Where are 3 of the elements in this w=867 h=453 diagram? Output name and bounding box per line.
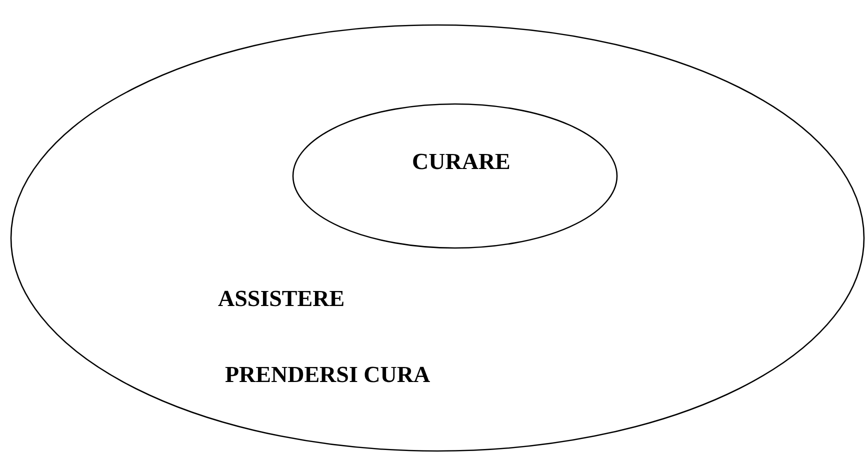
ellipse-label: PRENDERSI CURA <box>225 362 430 388</box>
ellipse-label: ASSISTERE <box>218 286 345 312</box>
ellipse-label: CURARE <box>412 149 510 175</box>
